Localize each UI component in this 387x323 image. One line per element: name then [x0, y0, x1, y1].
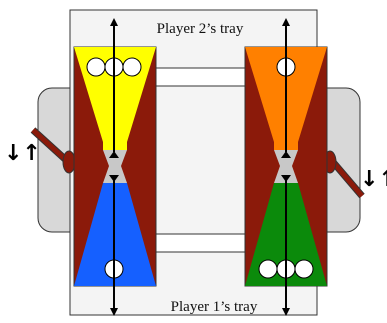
player-2-tray-label: Player 2’s tray — [157, 21, 244, 37]
left-neck-up-arrowhead — [109, 151, 119, 158]
left-lever-pivot — [62, 150, 76, 174]
right-bottom-ball — [294, 259, 314, 279]
left-lever[interactable] — [30, 127, 76, 174]
left-hourglass — [73, 18, 157, 316]
right-neck-up-arrowhead — [281, 151, 291, 158]
right-neck-down-arrowhead — [281, 175, 291, 182]
left-top-ball — [86, 57, 106, 77]
right-neck — [274, 150, 298, 183]
right-lever-handle — [331, 160, 364, 198]
left-top-ball — [122, 57, 142, 77]
right-hourglass — [244, 18, 328, 316]
left-neck — [103, 150, 127, 183]
player-1-tray-label: Player 1’s tray — [171, 299, 258, 315]
right-lever-arrows-icon: ↓↑ — [360, 167, 387, 192]
right-bottom-ball — [258, 259, 278, 279]
bottom-connector — [154, 233, 246, 253]
left-neck-down-arrowhead — [109, 175, 119, 182]
left-lever-arrows-icon: ↓↑ — [4, 141, 41, 166]
top-connector — [154, 67, 246, 87]
